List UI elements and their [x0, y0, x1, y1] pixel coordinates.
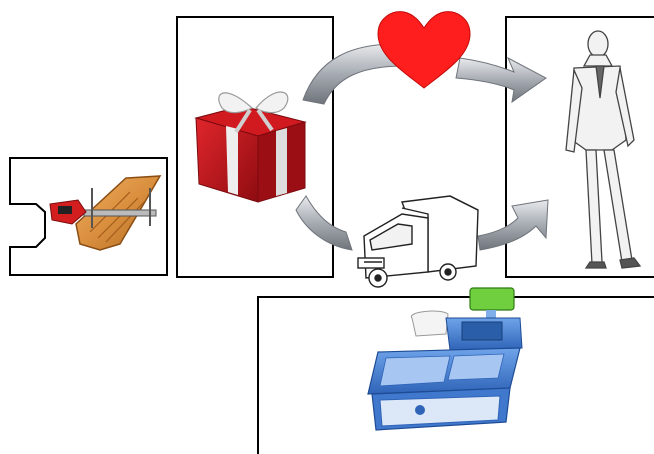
delivery-truck-icon [358, 196, 478, 287]
panel-register [258, 288, 654, 454]
panel-customer [506, 17, 654, 277]
panel-gift [177, 17, 333, 277]
panel-chainsaw-mill [10, 158, 167, 275]
